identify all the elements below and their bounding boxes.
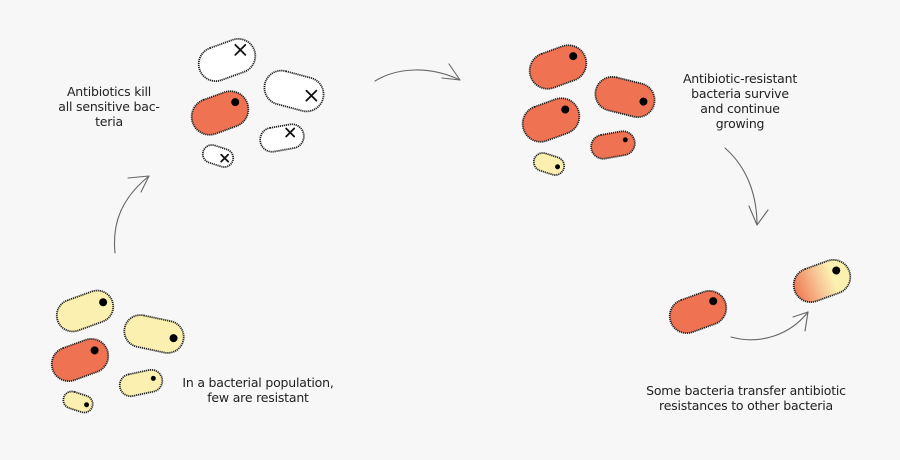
arrow-transfer bbox=[730, 311, 809, 341]
bacterium-resistant bbox=[50, 337, 110, 383]
dead-x-icon bbox=[220, 153, 230, 163]
bacterium-resistant bbox=[590, 130, 636, 160]
nucleoid-dot-icon bbox=[832, 266, 841, 275]
caption-line: all sensitive bac- bbox=[58, 99, 160, 114]
arrow-stage2-to-stage3 bbox=[374, 63, 461, 82]
caption-antibiotics-kill: Antibiotics kill all sensitive bac- teri… bbox=[44, 84, 174, 129]
nucleoid-dot-icon bbox=[709, 297, 718, 306]
bacterium-sensitive bbox=[118, 368, 164, 398]
bacterium-dead bbox=[201, 144, 235, 168]
stage-initial-population bbox=[50, 289, 185, 414]
nucleoid-dot-icon bbox=[555, 164, 561, 170]
caption-population: In a bacterial population, few are resis… bbox=[176, 375, 340, 405]
bacterium-sensitive bbox=[55, 289, 115, 333]
bacterium-resistant bbox=[521, 97, 581, 143]
nucleoid-dot-icon bbox=[639, 97, 648, 106]
nucleoid-dot-icon bbox=[90, 346, 99, 355]
nucleoid-dot-icon bbox=[99, 298, 108, 307]
caption-line: bacteria survive bbox=[691, 86, 789, 101]
stage-gene-transfer bbox=[668, 258, 852, 335]
nucleoid-dot-icon bbox=[569, 52, 578, 61]
bacterium-dead bbox=[263, 69, 325, 113]
bacterium-sensitive bbox=[62, 390, 94, 414]
bacterium-resistant bbox=[190, 90, 250, 136]
caption-line: Some bacteria transfer antibiotic bbox=[646, 383, 846, 398]
caption-line: Antibiotics kill bbox=[66, 84, 152, 99]
caption-line: In a bacterial population, bbox=[182, 375, 334, 390]
caption-line: and continue bbox=[700, 101, 780, 116]
caption-line: Antibiotic-resistant bbox=[682, 71, 798, 86]
nucleoid-dot-icon bbox=[150, 375, 156, 381]
bacterium-resistant bbox=[528, 44, 588, 90]
caption-line: few are resistant bbox=[207, 390, 309, 405]
nucleoid-dot-icon bbox=[561, 105, 570, 114]
nucleoid-dot-icon bbox=[231, 98, 240, 107]
nucleoid-dot-icon bbox=[84, 402, 90, 408]
arrow-stage1-to-stage2 bbox=[113, 175, 150, 254]
stage-after-antibiotics bbox=[190, 37, 325, 168]
nucleoid-dot-icon bbox=[622, 137, 628, 143]
bacterium-sensitive bbox=[123, 314, 185, 354]
dead-x-icon bbox=[305, 89, 318, 102]
bacterium-sensitive bbox=[532, 152, 566, 176]
caption-line: resistances to other bacteria bbox=[659, 398, 833, 413]
arrow-stage3-to-stage4 bbox=[724, 147, 769, 226]
bacterium-resistant bbox=[668, 289, 728, 335]
bacterium-resistant bbox=[594, 75, 656, 119]
stage-resistant-survive bbox=[521, 44, 656, 176]
arrows-layer bbox=[113, 63, 809, 341]
dead-x-icon bbox=[234, 43, 247, 56]
caption-line: growing bbox=[715, 116, 765, 131]
nucleoid-dot-icon bbox=[169, 334, 178, 343]
bacterium-dead bbox=[197, 37, 257, 83]
bacterium-dead bbox=[259, 123, 305, 153]
bacterium-gradient bbox=[792, 258, 852, 304]
caption-line: teria bbox=[95, 114, 123, 129]
bacteria-layer bbox=[50, 37, 852, 414]
caption-transfer: Some bacteria transfer antibiotic resist… bbox=[640, 383, 852, 413]
caption-resistant-survive: Antibiotic-resistant bacteria survive an… bbox=[670, 71, 810, 131]
dead-x-icon bbox=[285, 127, 296, 138]
